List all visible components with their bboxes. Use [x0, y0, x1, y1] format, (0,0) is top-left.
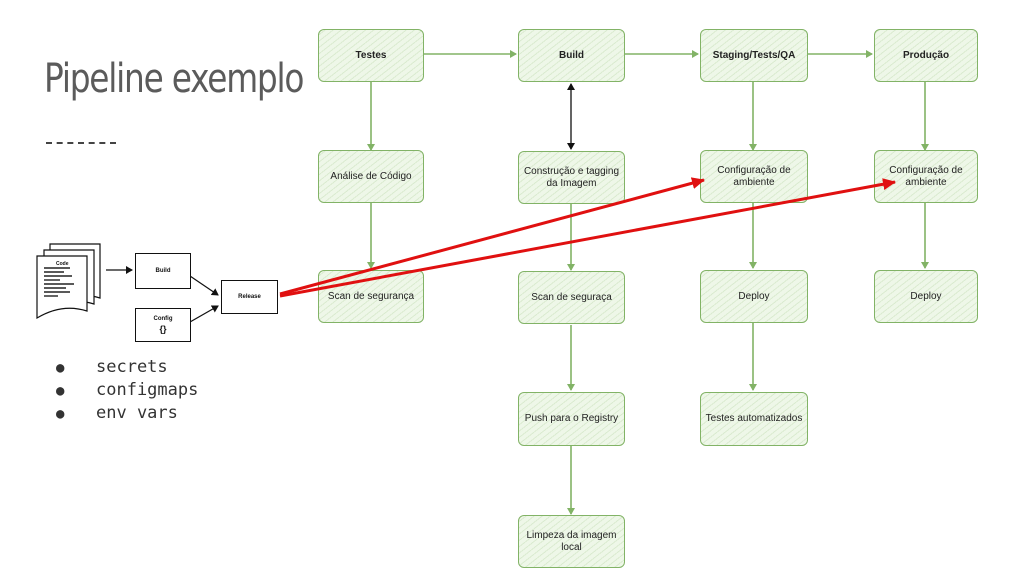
red-arrow-release-producao	[279, 178, 896, 298]
node-scan-seguranca: Scan de segurança	[318, 270, 424, 323]
node-push-registry: Push para o Registry	[518, 392, 625, 446]
code-label: Code	[56, 261, 69, 267]
release-box-label: Release	[238, 294, 261, 300]
node-limpeza-imagem: Limpeza da imagem local	[518, 515, 625, 568]
arrow-build-release	[189, 275, 219, 296]
config-braces: {}	[159, 324, 167, 334]
build-box: Build	[135, 253, 191, 289]
node-deploy-producao: Deploy	[874, 270, 978, 323]
node-construcao-tagging: Construção e tagging da Imagem	[518, 151, 625, 204]
bullet-text: env vars	[96, 403, 178, 423]
node-testes-automatizados: Testes automatizados	[700, 392, 808, 446]
node-config-ambiente-staging: Configuração de ambiente	[700, 150, 808, 203]
config-box: Config {}	[135, 308, 191, 342]
node-producao: Produção	[874, 29, 978, 82]
code-lines-icon	[44, 267, 74, 297]
bullet-item: ● env vars	[56, 402, 198, 425]
red-arrow-release-staging	[279, 177, 705, 296]
title-underline	[46, 142, 116, 144]
node-scan-segurca: Scan de seguraça	[518, 271, 625, 324]
bullet-text: configmaps	[96, 380, 199, 400]
bullet-text: secrets	[96, 357, 168, 377]
node-config-ambiente-producao: Configuração de ambiente	[874, 150, 978, 203]
bullet-dot: ●	[56, 360, 65, 376]
bullet-dot: ●	[56, 406, 65, 422]
node-deploy-staging: Deploy	[700, 270, 808, 323]
bullet-list: ● secrets ● configmaps ● env vars	[56, 356, 198, 425]
bullet-dot: ●	[56, 383, 65, 399]
config-box-label: Config	[153, 316, 173, 322]
arrow-config-release	[189, 305, 219, 323]
build-box-label: Build	[155, 268, 171, 274]
bullet-item: ● configmaps	[56, 379, 198, 402]
slide-title: Pipeline exemplo	[44, 56, 304, 102]
release-box: Release	[221, 280, 278, 314]
node-analise-codigo: Análise de Código	[318, 150, 424, 203]
node-staging: Staging/Tests/QA	[700, 29, 808, 82]
bullet-item: ● secrets	[56, 356, 198, 379]
node-testes: Testes	[318, 29, 424, 82]
node-build: Build	[518, 29, 625, 82]
